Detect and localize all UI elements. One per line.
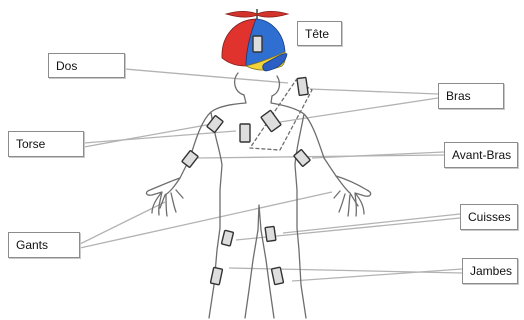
head-outline (235, 73, 244, 95)
sensor-thigh-right (265, 226, 276, 241)
label-bras: Bras (438, 83, 504, 109)
label-avant-bras: Avant-Bras (444, 142, 518, 168)
leader-line-gants-2 (80, 192, 332, 248)
leader-line-cuisses-1 (283, 214, 460, 233)
sensor-torso (240, 124, 250, 142)
sensor-shin-left (210, 267, 222, 285)
label-gants: Gants (8, 232, 80, 258)
sensor-upper-arm-left (207, 115, 223, 132)
label-cuisses: Cuisses (460, 204, 518, 230)
sensor-forearm-left (182, 150, 198, 167)
leader-line-dos (125, 69, 288, 83)
leader-line-jambes-2 (229, 268, 462, 273)
sensor-thigh-left (221, 230, 233, 246)
sensors (182, 36, 311, 285)
sensor-back (297, 77, 308, 95)
body-outline (146, 73, 370, 318)
label-tete: Tête (297, 21, 342, 46)
label-dos: Dos (48, 53, 125, 78)
sensor-head (253, 36, 262, 52)
leader-line-torse-2 (84, 124, 212, 147)
leader-line-bras-upper (310, 89, 438, 94)
label-torse: Torse (8, 131, 84, 157)
label-jambes: Jambes (462, 258, 518, 284)
